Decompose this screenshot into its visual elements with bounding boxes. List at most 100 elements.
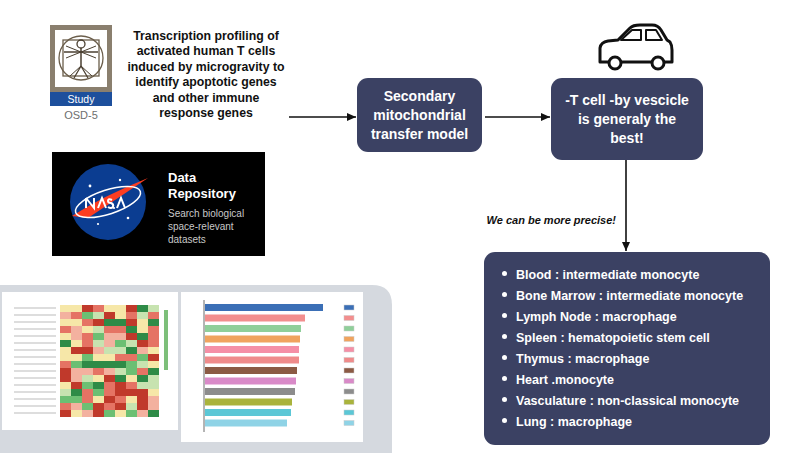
legend-chip [344, 368, 354, 373]
heatmap-cell [93, 312, 104, 319]
heatmap-cell [115, 319, 126, 326]
study-id: OSD-5 [50, 109, 112, 121]
heatmap-cell [137, 410, 148, 417]
heatmap-cell [137, 319, 148, 326]
heatmap-cell [60, 368, 71, 375]
heatmap-cell [148, 403, 159, 410]
bar [205, 357, 299, 364]
heatmap-cell [148, 326, 159, 333]
process-box: -T cell -by vescicle is generaly the bes… [551, 78, 703, 160]
heatmap-cell [71, 326, 82, 333]
heatmap-cell [71, 361, 82, 368]
row-label-stub [14, 308, 56, 309]
heatmap-cell [71, 375, 82, 382]
heatmap-cell [104, 410, 115, 417]
heatmap-cell [93, 361, 104, 368]
heatmap-cell [126, 333, 137, 340]
list-item: Lymph Node : macrophage [500, 307, 677, 328]
legend-chip [344, 421, 354, 426]
heatmap-cell [60, 326, 71, 333]
heatmap-cell [82, 396, 93, 403]
heatmap-cell [93, 396, 104, 403]
heatmap-cell [60, 389, 71, 396]
heatmap-cell [82, 340, 93, 347]
heatmap-cell [126, 340, 137, 347]
heatmap-cell [60, 354, 71, 361]
heatmap-cell [82, 305, 93, 312]
heatmap-cell [60, 396, 71, 403]
row-label-stub [14, 357, 56, 358]
heatmap-cell [104, 354, 115, 361]
row-label-stub [14, 322, 56, 323]
heatmap-cell [148, 375, 159, 382]
heatmap-cell [126, 375, 137, 382]
heatmap-cell [137, 347, 148, 354]
heatmap-cell [115, 312, 126, 319]
bar [205, 315, 305, 322]
heatmap-cell [93, 333, 104, 340]
heatmap-cell [60, 403, 71, 410]
heatmap-cell [71, 403, 82, 410]
heatmap-cell [60, 333, 71, 340]
heatmap-cell [60, 382, 71, 389]
row-label-stub [14, 350, 56, 351]
bar [205, 346, 299, 353]
heatmap-cell [71, 312, 82, 319]
heatmap-cell [93, 410, 104, 417]
study-icon [50, 25, 112, 92]
heatmap-cell [148, 396, 159, 403]
row-label-stub [14, 385, 56, 386]
heatmap-cell [82, 319, 93, 326]
heatmap-cell [71, 389, 82, 396]
heatmap-cell [82, 333, 93, 340]
heatmap-cell [71, 340, 82, 347]
heatmap-cell [104, 375, 115, 382]
heatmap-cell [137, 382, 148, 389]
process-box: Secondary mitochondrial transfer model [357, 78, 482, 152]
row-label-stub [14, 329, 56, 330]
row-label-stub [14, 399, 56, 400]
heatmap-cell [60, 340, 71, 347]
legend-chip [344, 337, 354, 342]
screenshot-panel [0, 285, 392, 453]
heatmap-cell [71, 319, 82, 326]
heatmap-cell [104, 340, 115, 347]
row-label-stub [14, 406, 56, 407]
heatmap-cell [71, 333, 82, 340]
heatmap-cell [148, 354, 159, 361]
heatmap-cell [126, 319, 137, 326]
heatmap-cell [126, 389, 137, 396]
result-list-box: Blood : intermediate monocyteBone Marrow… [484, 252, 770, 445]
heatmap-cell [148, 333, 159, 340]
legend-chip [344, 316, 354, 321]
heatmap-cell [104, 361, 115, 368]
heatmap-cell [93, 347, 104, 354]
bar [205, 325, 301, 332]
process-text: -T cell -by vescicle is generaly the bes… [561, 91, 693, 148]
heatmap-cell [82, 368, 93, 375]
heatmap-cell [60, 312, 71, 319]
heatmap-cell [104, 305, 115, 312]
bar [205, 367, 297, 374]
heatmap-cell [126, 354, 137, 361]
bar [205, 304, 323, 311]
heatmap-cell [82, 361, 93, 368]
heatmap-cell [71, 396, 82, 403]
study-badge: StudyOSD-5 [50, 92, 112, 124]
list-item: Vasculature : non-classical monocyte [500, 391, 739, 412]
bar [205, 399, 292, 406]
heatmap-cell [137, 375, 148, 382]
arrow-connector [485, 116, 550, 118]
heatmap-cell [104, 389, 115, 396]
note-label: We can be more precise! [466, 214, 616, 226]
bar [205, 336, 300, 343]
heatmap-cell [137, 305, 148, 312]
heatmap-cell [60, 305, 71, 312]
heatmap-cell [126, 396, 137, 403]
heatmap-cell [93, 326, 104, 333]
heatmap-cell [126, 403, 137, 410]
heatmap-cell [148, 312, 159, 319]
list-item: Thymus : macrophage [500, 349, 649, 370]
heatmap-cell [71, 410, 82, 417]
heatmap-cell [115, 333, 126, 340]
